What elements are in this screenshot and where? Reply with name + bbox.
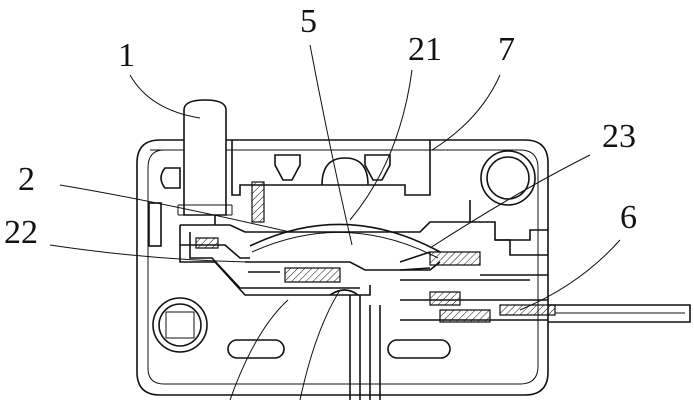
upper-chamber [231, 140, 431, 196]
terminal-blade [548, 304, 691, 323]
bottom-slot-left [227, 339, 285, 359]
movable-contact-arm [245, 261, 441, 283]
bottom-terminals [329, 289, 381, 400]
lower-fixed-contact [429, 291, 556, 323]
label-1: 1 [118, 37, 135, 74]
spring-post [251, 181, 265, 223]
label-22: 22 [4, 214, 38, 251]
left-pin [160, 167, 181, 189]
left-slot [148, 202, 162, 247]
label-21: 21 [408, 31, 442, 68]
label-2: 2 [18, 161, 35, 198]
actuator-frame [179, 215, 470, 296]
pivot-contact [195, 237, 219, 249]
housing [136, 139, 549, 396]
bottom-slot-right [387, 339, 451, 359]
spring-blade [249, 223, 441, 253]
plunger-button [177, 99, 233, 216]
label-5: 5 [300, 3, 317, 40]
label-7: 7 [498, 31, 515, 68]
label-23: 23 [602, 118, 636, 155]
mounting-hole-bottom-left [152, 297, 208, 353]
mounting-hole-top-right [480, 150, 536, 206]
leader-lines [49, 44, 621, 400]
upper-fixed-contact [399, 251, 481, 271]
label-6: 6 [620, 199, 637, 236]
